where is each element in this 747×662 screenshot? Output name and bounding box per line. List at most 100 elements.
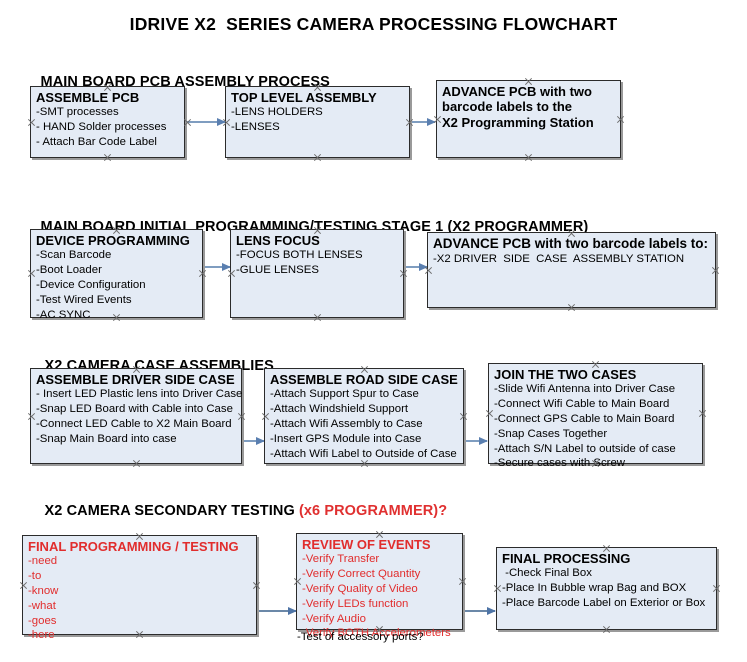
connector-handle-left[interactable] bbox=[27, 269, 36, 278]
node-line: -Place Barcode Label on Exterior or Box bbox=[502, 596, 706, 609]
node-heading: FINAL PROGRAMMING / TESTING bbox=[28, 539, 239, 554]
node-line: -goes bbox=[28, 614, 57, 627]
node-line: -Boot Loader bbox=[36, 264, 102, 277]
node-line: -know bbox=[28, 584, 59, 597]
connector-handle-bottom[interactable] bbox=[103, 153, 112, 162]
connector-handle-right[interactable] bbox=[198, 269, 207, 278]
node-advance-pcb-programming-station[interactable]: ADVANCE PCB with two barcode labels to t… bbox=[436, 80, 621, 158]
connector-handle-left[interactable] bbox=[261, 412, 270, 421]
node-line: -Verify Correct Quantity bbox=[302, 568, 421, 581]
node-line: -Attach Wifi Label to Outside of Case bbox=[270, 447, 457, 460]
node-lens-focus[interactable]: LENS FOCUS -FOCUS BOTH LENSES -GLUE LENS… bbox=[230, 229, 404, 318]
connector-handle-left[interactable] bbox=[27, 118, 36, 127]
node-line: - HAND Solder processes bbox=[36, 121, 167, 134]
section-heading-text: X2 CAMERA SECONDARY TESTING bbox=[44, 503, 299, 519]
node-join-the-two-cases[interactable]: JOIN THE TWO CASES -Slide Wifi Antenna i… bbox=[485, 363, 703, 469]
node-line: -GLUE LENSES bbox=[236, 264, 319, 277]
node-line: -Slide Wifi Antenna into Driver Case bbox=[494, 383, 676, 396]
node-line: -what bbox=[28, 599, 56, 612]
node-heading: ASSEMBLE PCB bbox=[36, 90, 140, 105]
node-overflow-line: -Test of accessory ports? bbox=[297, 631, 424, 643]
node-line: -Secure cases with Screw bbox=[494, 457, 626, 470]
connector-handle-bottom[interactable] bbox=[132, 459, 141, 468]
node-line: -here bbox=[28, 629, 55, 642]
connector-handle-right[interactable] bbox=[237, 412, 246, 421]
node-line: -Attach Windshield Support bbox=[270, 403, 409, 416]
node-line: -Verify Audio bbox=[302, 612, 366, 625]
node-line: -LENS HOLDERS bbox=[231, 106, 323, 119]
node-heading: FINAL PROCESSING bbox=[502, 551, 631, 566]
arrow-device-programming-to-lens-focus bbox=[205, 262, 231, 271]
node-heading: JOIN THE TWO CASES bbox=[494, 367, 637, 382]
section-heading-accent: (x6 PROGRAMMER)? bbox=[298, 503, 448, 519]
arrow-top-level-to-advance-pcb bbox=[412, 117, 436, 126]
connector-handle-right[interactable] bbox=[399, 269, 408, 278]
node-line: -Verify LEDs function bbox=[302, 597, 409, 610]
section-heading-x2-camera-secondary-testing: X2 CAMERA SECONDARY TESTING (x6 PROGRAMM… bbox=[28, 487, 448, 535]
node-heading: ADVANCE PCB with two barcode labels to: bbox=[433, 236, 709, 251]
arrow-review-events-to-final-processing bbox=[465, 606, 496, 615]
node-line: -SMT processes bbox=[36, 106, 119, 119]
connector-handle-left[interactable] bbox=[485, 409, 494, 418]
connector-handle-right[interactable] bbox=[698, 409, 707, 418]
node-line: -need bbox=[28, 555, 58, 568]
node-final-programming-testing[interactable]: FINAL PROGRAMMING / TESTING -need -to -k… bbox=[19, 535, 257, 641]
node-line: -Snap Cases Together bbox=[494, 427, 608, 440]
node-line: -Verify Transfer bbox=[302, 553, 380, 566]
node-heading: DEVICE PROGRAMMING bbox=[36, 233, 190, 248]
node-top-level-assembly[interactable]: TOP LEVEL ASSEMBLY -LENS HOLDERS -LENSES bbox=[225, 86, 410, 158]
node-line: -Attach Support Spur to Case bbox=[270, 388, 419, 401]
connector-handle-right[interactable] bbox=[712, 584, 721, 593]
connector-handle-left[interactable] bbox=[493, 584, 502, 593]
connector-handle-bottom[interactable] bbox=[313, 153, 322, 162]
connector-handle-bottom[interactable] bbox=[313, 313, 322, 322]
node-line: -Insert GPS Module into Case bbox=[270, 432, 422, 445]
node-line: -Connect LED Cable to X2 Main Board bbox=[36, 417, 232, 430]
node-line: -Verify BOTH Accelerometers bbox=[302, 627, 451, 640]
node-line: -Check Final Box bbox=[502, 567, 592, 580]
arrow-road-side-to-join-cases bbox=[466, 436, 488, 445]
arrow-driver-side-to-road-side bbox=[244, 436, 265, 445]
node-assemble-road-side-case[interactable]: ASSEMBLE ROAD SIDE CASE -Attach Support … bbox=[264, 368, 464, 464]
node-line: -Attach Wifi Assembly to Case bbox=[270, 417, 423, 430]
node-review-of-events[interactable]: REVIEW OF EVENTS -Verify Transfer -Verif… bbox=[293, 533, 463, 643]
connector-handle-right[interactable] bbox=[711, 266, 720, 275]
arrow-final-programming-to-review-events bbox=[259, 606, 297, 615]
node-line: -Test Wired Events bbox=[36, 293, 132, 306]
node-assemble-driver-side-case[interactable]: ASSEMBLE DRIVER SIDE CASE - Insert LED P… bbox=[30, 368, 242, 464]
connector-handle-right[interactable] bbox=[458, 577, 467, 586]
node-heading: TOP LEVEL ASSEMBLY bbox=[231, 90, 377, 105]
arrow-lens-focus-to-advance-pcb bbox=[406, 262, 428, 271]
node-line: -Verify Quality of Video bbox=[302, 582, 418, 595]
connector-handle-right[interactable] bbox=[252, 581, 261, 590]
connector-handle-bottom[interactable] bbox=[524, 153, 533, 162]
node-advance-pcb-driver-side-case[interactable]: ADVANCE PCB with two barcode labels to: … bbox=[427, 232, 716, 308]
node-line: -Connect GPS Cable to Main Board bbox=[494, 412, 675, 425]
node-line: -LENSES bbox=[231, 121, 280, 134]
node-line: -Snap LED Board with Cable into Case bbox=[36, 403, 233, 416]
node-device-programming[interactable]: DEVICE PROGRAMMING -Scan Barcode -Boot L… bbox=[27, 229, 203, 321]
node-heading: LENS FOCUS bbox=[236, 233, 320, 248]
node-assemble-pcb[interactable]: ASSEMBLE PCB -SMT processes - HAND Solde… bbox=[30, 86, 185, 158]
connector-handle-right[interactable] bbox=[616, 115, 625, 124]
connector-handle-left[interactable] bbox=[19, 581, 28, 590]
connector-handle-right[interactable] bbox=[459, 412, 468, 421]
node-line: - Attach Bar Code Label bbox=[36, 135, 157, 148]
node-line: -Attach S/N Label to outside of case bbox=[494, 442, 676, 455]
page-title: IDRIVE X2 SERIES CAMERA PROCESSING FLOWC… bbox=[129, 14, 618, 34]
connector-handle-left[interactable] bbox=[27, 412, 36, 421]
node-line: -Device Configuration bbox=[36, 278, 146, 291]
node-line: -AC SYNC bbox=[36, 308, 91, 321]
connector-handle-left[interactable] bbox=[293, 577, 302, 586]
node-line: -Connect Wifi Cable to Main Board bbox=[494, 398, 670, 411]
node-line: -FOCUS BOTH LENSES bbox=[236, 249, 363, 262]
node-line: -X2 DRIVER SIDE CASE ASSEMBLY STATION bbox=[433, 252, 685, 265]
node-heading: REVIEW OF EVENTS bbox=[302, 537, 431, 552]
node-heading: ASSEMBLE ROAD SIDE CASE bbox=[270, 372, 458, 387]
connector-handle-bottom[interactable] bbox=[567, 303, 576, 312]
node-final-processing[interactable]: FINAL PROCESSING -Check Final Box -Place… bbox=[496, 547, 717, 630]
node-line: -Scan Barcode bbox=[36, 249, 112, 262]
node-line: -Place In Bubble wrap Bag and BOX bbox=[502, 582, 687, 595]
connector-handle-bottom[interactable] bbox=[602, 625, 611, 634]
